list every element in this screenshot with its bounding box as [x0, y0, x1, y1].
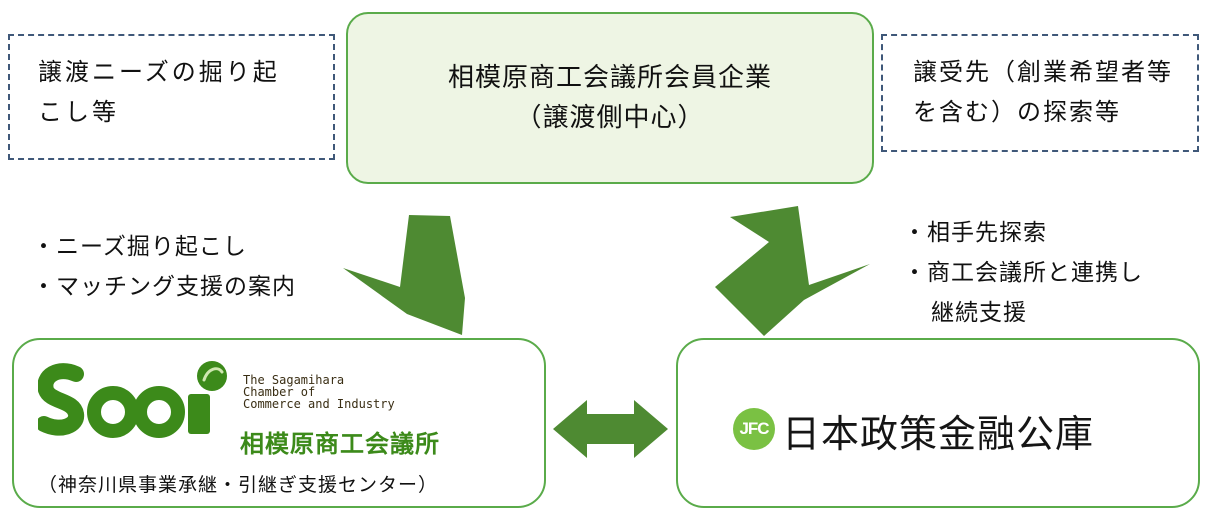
left-up-arrow	[343, 215, 465, 335]
right-up-arrow	[715, 206, 870, 336]
double-arrow	[553, 400, 668, 458]
jfc-name: 日本政策金融公庫	[782, 412, 1095, 456]
successor-search-line1: 譲受先（創業希望者等	[913, 58, 1173, 86]
saci-action-item: ・ニーズ掘り起こし	[32, 234, 247, 260]
saci-logo-icon	[38, 361, 227, 438]
jfc-action-item: ・相手先探索	[903, 220, 1047, 246]
member-companies-title: 相模原商工会議所会員企業	[447, 63, 772, 93]
jfc-action-item: ・商工会議所と連携し	[903, 260, 1143, 286]
transfer-needs-note: 譲渡ニーズの掘り起 こし等	[8, 34, 335, 160]
member-companies-box: 相模原商工会議所会員企業 （譲渡側中心）	[346, 12, 874, 184]
successor-search-line2: を含む）の探索等	[913, 98, 1121, 126]
saci-actions: ・ニーズ掘り起こし ・マッチング支援の案内	[32, 227, 296, 307]
saci-action-item: ・マッチング支援の案内	[32, 274, 296, 300]
jfc-actions: ・相手先探索 ・商工会議所と連携し 継続支援	[903, 213, 1143, 333]
jfc-action-item: 継続支援	[931, 300, 1027, 326]
jfc-badge-icon: JFC	[733, 408, 775, 450]
support-center-name: （神奈川県事業承継・引継ぎ支援センター）	[38, 474, 439, 496]
saci-japanese-name: 相模原商工会議所	[240, 430, 440, 458]
successor-search-note: 譲受先（創業希望者等 を含む）の探索等	[881, 34, 1199, 152]
transfer-needs-line1: 譲渡ニーズの掘り起	[38, 58, 280, 86]
member-companies-subtitle: （譲渡側中心）	[515, 103, 705, 133]
transfer-needs-line2: こし等	[38, 98, 119, 126]
saci-english-name: The Sagamihara Chamber of Commerce and I…	[243, 373, 395, 411]
